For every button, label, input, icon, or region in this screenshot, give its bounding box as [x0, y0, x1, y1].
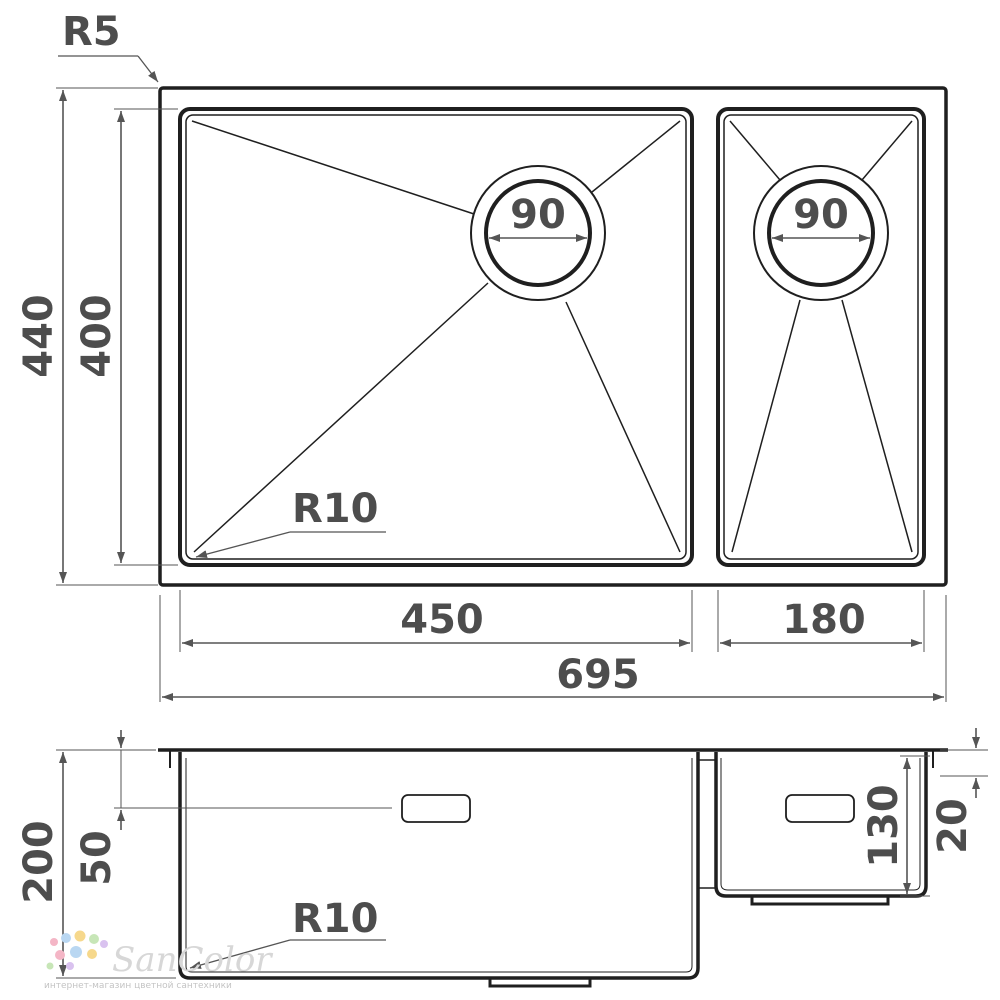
overflow-slot-small [785, 794, 855, 823]
side-view: 200 50 130 20 R10 [16, 728, 988, 988]
bowl-radius-label-top: R10 [292, 486, 378, 532]
right-bowl-width-label: 180 [782, 597, 866, 643]
top-view: 90 90 R5 R10 440 400 [16, 9, 948, 702]
watermark-tagline: интернет-магазин цветной сантехники [44, 981, 232, 991]
right-drain-diameter: 90 [793, 192, 849, 238]
watermark-brand: SanColor [112, 940, 273, 980]
large-bowl-profile [178, 752, 700, 980]
corner-radius-label: R5 [62, 9, 121, 55]
overall-depth-label: 440 [16, 294, 62, 378]
bowl-radius-label-side: R10 [292, 896, 378, 942]
sink-outer-rim [158, 86, 948, 587]
overall-width-label: 695 [556, 652, 640, 698]
overflow-offset-label: 50 [74, 830, 120, 886]
height-label: 200 [16, 820, 62, 904]
left-drain [470, 165, 606, 301]
left-drain-diameter: 90 [510, 192, 566, 238]
right-drain [753, 165, 889, 301]
watermark-dots-icon [46, 930, 108, 970]
rim-offset-label: 20 [930, 798, 976, 854]
bowl-depth-label: 400 [74, 294, 120, 378]
overflow-slot-large [401, 794, 471, 823]
right-bowl: 90 [716, 107, 926, 567]
left-bowl: 90 [178, 107, 694, 567]
small-bowl-height-label: 130 [861, 784, 907, 868]
small-bowl-profile [714, 752, 928, 898]
left-bowl-width-label: 450 [400, 597, 484, 643]
watermark: SanColor интернет-магазин цветной сантех… [44, 930, 273, 991]
